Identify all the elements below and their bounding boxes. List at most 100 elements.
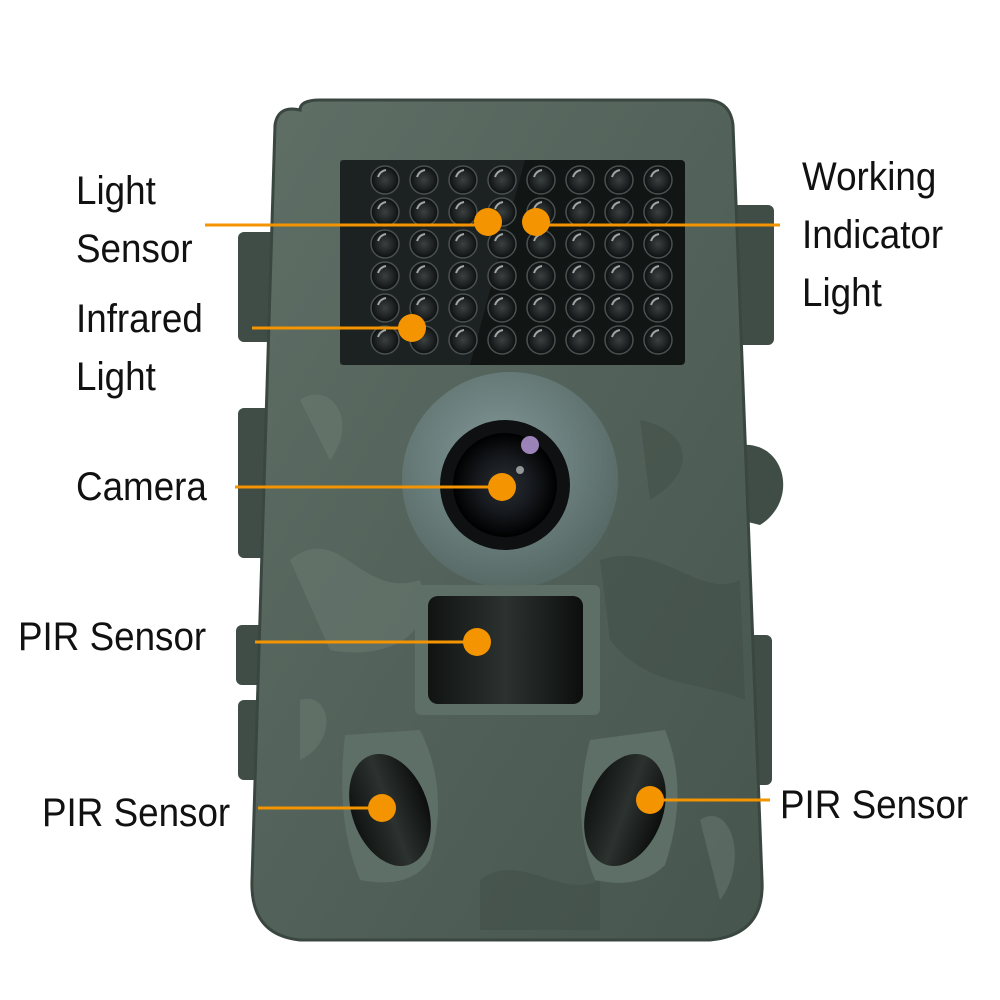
infrared-led — [604, 293, 634, 323]
infrared-led — [448, 325, 478, 355]
infrared-led-highlight — [572, 329, 582, 338]
infrared-panel — [340, 160, 685, 365]
callout-lines — [205, 223, 780, 810]
infrared-led-highlight — [416, 297, 426, 306]
infrared-led-highlight — [572, 233, 582, 242]
infrared-led-highlight — [572, 201, 582, 210]
pir-sensor-left-label: PIR Sensor — [42, 791, 231, 835]
light-sensor-label: Light Sensor — [76, 169, 193, 271]
infrared-led-highlight — [494, 201, 504, 210]
camo-pattern — [290, 394, 745, 930]
infrared-led-highlight — [533, 329, 543, 338]
infrared-led-highlight — [416, 265, 426, 274]
infrared-led-highlight — [611, 265, 621, 274]
infrared-led-highlight — [377, 329, 387, 338]
infrared-led — [643, 229, 673, 259]
infrared-led — [409, 165, 439, 195]
infrared-led-highlight — [533, 297, 543, 306]
infrared-led-highlight — [416, 233, 426, 242]
infrared-led — [526, 293, 556, 323]
infrared-led — [604, 325, 634, 355]
pir-right-dot — [636, 786, 664, 814]
infrared-led-highlight — [494, 169, 504, 178]
infrared-led-highlight — [455, 265, 465, 274]
infrared-led-highlight — [416, 169, 426, 178]
pir-lower-right-window — [581, 730, 678, 883]
infrared-led-highlight — [650, 233, 660, 242]
pir-center-dot — [463, 628, 491, 656]
infrared-led — [487, 165, 517, 195]
infrared-led-highlight — [572, 297, 582, 306]
infrared-led — [487, 261, 517, 291]
infrared-led-highlight — [611, 297, 621, 306]
infrared-led-highlight — [377, 265, 387, 274]
infrared-led — [565, 229, 595, 259]
infrared-led — [526, 261, 556, 291]
infrared-led-highlight — [455, 201, 465, 210]
infrared-led-highlight — [611, 169, 621, 178]
infrared-led-highlight — [650, 265, 660, 274]
infrared-led-highlight — [494, 265, 504, 274]
infrared-led — [565, 293, 595, 323]
working-indicator-dot — [522, 208, 550, 236]
infrared-led — [409, 229, 439, 259]
infrared-led-highlight — [533, 265, 543, 274]
camera-label: Camera — [76, 465, 207, 509]
infrared-led — [370, 293, 400, 323]
infrared-led — [604, 165, 634, 195]
infrared-led — [565, 165, 595, 195]
infrared-led — [487, 229, 517, 259]
infrared-led-highlight — [611, 329, 621, 338]
infrared-led-highlight — [650, 297, 660, 306]
infrared-led — [643, 325, 673, 355]
pir-sensor-center-label: PIR Sensor — [18, 615, 207, 659]
infrared-led-highlight — [572, 265, 582, 274]
infrared-led-highlight — [494, 297, 504, 306]
infrared-led — [643, 261, 673, 291]
infrared-led — [448, 229, 478, 259]
infrared-led — [526, 165, 556, 195]
callout-dots — [368, 208, 664, 822]
infrared-led-highlight — [650, 329, 660, 338]
infrared-led-highlight — [455, 233, 465, 242]
infrared-led-highlight — [455, 297, 465, 306]
pir-sensor-right-label: PIR Sensor — [780, 783, 969, 827]
infrared-led-highlight — [494, 329, 504, 338]
infrared-led-highlight — [572, 169, 582, 178]
infrared-led — [487, 325, 517, 355]
light-sensor-dot — [474, 208, 502, 236]
infrared-led — [370, 165, 400, 195]
infrared-led-highlight — [377, 169, 387, 178]
infrared-led-highlight — [455, 169, 465, 178]
infrared-led-highlight — [650, 169, 660, 178]
infrared-led-highlight — [533, 169, 543, 178]
infrared-led — [643, 165, 673, 195]
infrared-led — [448, 293, 478, 323]
infrared-led — [487, 293, 517, 323]
infrared-led — [370, 325, 400, 355]
pir-center-window — [415, 585, 600, 715]
infrared-led — [643, 293, 673, 323]
infrared-led — [604, 261, 634, 291]
infrared-led-highlight — [650, 201, 660, 210]
infrared-led — [448, 261, 478, 291]
infrared-led-highlight — [377, 297, 387, 306]
infrared-led-highlight — [533, 201, 543, 210]
infrared-led-highlight — [611, 233, 621, 242]
infrared-light-dot — [398, 314, 426, 342]
working-indicator-light-label: Working Indicator Light — [802, 155, 944, 315]
infrared-led-highlight — [377, 201, 387, 210]
infrared-led — [409, 261, 439, 291]
infrared-light-label: Infrared Light — [76, 297, 203, 399]
infrared-led — [370, 229, 400, 259]
infrared-led-highlight — [377, 233, 387, 242]
infrared-led — [565, 261, 595, 291]
infrared-led-highlight — [611, 201, 621, 210]
infrared-led — [526, 325, 556, 355]
pir-left-dot — [368, 794, 396, 822]
infrared-led-highlight — [455, 329, 465, 338]
infrared-led-highlight — [416, 201, 426, 210]
infrared-led-highlight — [494, 233, 504, 242]
